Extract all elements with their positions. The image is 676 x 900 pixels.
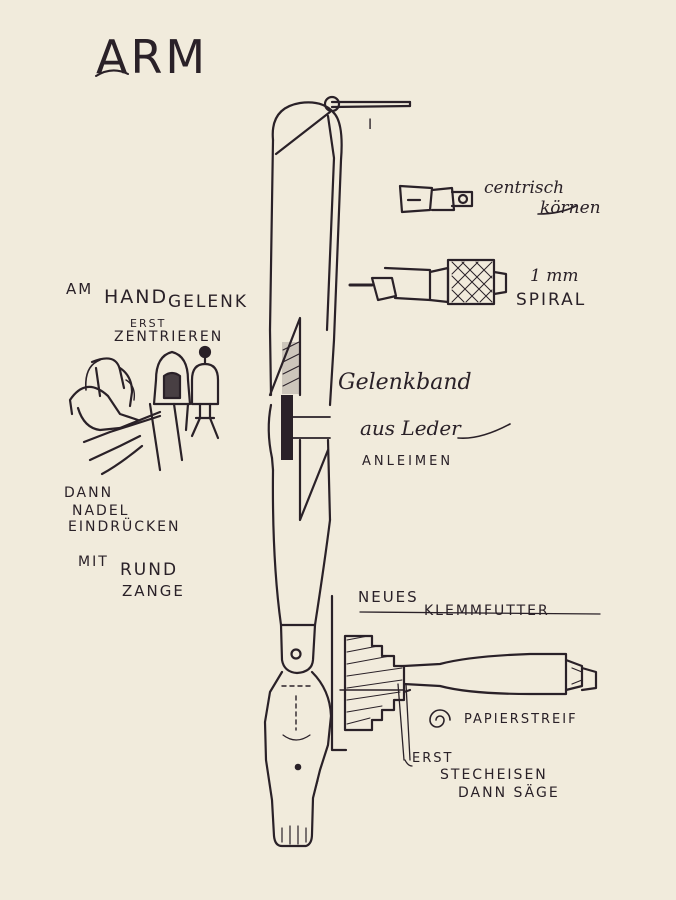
dann-saege-label: DANN SÄGE xyxy=(458,785,560,801)
centrisch-swash xyxy=(537,205,577,215)
graver-chisel xyxy=(397,683,411,761)
mit-label: MIT xyxy=(78,554,109,570)
lathe-chuck xyxy=(330,594,406,752)
elbow-joint xyxy=(267,316,332,522)
aus-leder-label: aus Leder xyxy=(360,416,461,440)
am-label: AM xyxy=(66,280,94,298)
rund-label: RUND xyxy=(120,560,179,580)
center-punch-tool xyxy=(398,184,474,214)
gelenkband-label: Gelenkband xyxy=(338,370,472,395)
lathe-workpiece xyxy=(402,652,598,696)
paper-strip-spiral xyxy=(429,709,451,728)
dann-label: DANN xyxy=(64,485,114,501)
leader-lines xyxy=(359,611,601,767)
hand-outline xyxy=(263,670,333,848)
part-number-label: I xyxy=(368,117,375,133)
title-flourish xyxy=(95,69,129,77)
eindruecken-label: EINDRÜCKEN xyxy=(68,519,181,535)
leder-swash xyxy=(457,423,511,440)
forearm-outline xyxy=(271,468,332,675)
page-title: ARM xyxy=(96,30,209,84)
neues-label: NEUES xyxy=(358,588,419,606)
spiral-drill-tool xyxy=(348,258,508,306)
stecheisen-label: STECHEISEN xyxy=(440,767,548,783)
hand-with-tweezers xyxy=(68,357,162,476)
koernen-label: körnen xyxy=(540,198,601,218)
zentrieren-label: ZENTRIEREN xyxy=(114,329,224,345)
centrisch-label: centrisch xyxy=(484,178,565,198)
nadel-label: NADEL xyxy=(72,503,130,519)
papierstreif-label: PAPIERSTREIF xyxy=(464,712,578,727)
upper-arm-outline xyxy=(268,101,343,407)
wrist-part-bell xyxy=(148,350,192,472)
zange-label: ZANGE xyxy=(122,582,185,600)
erst-stech-label: ERST xyxy=(412,751,454,766)
anleimen-label: ANLEIMEN xyxy=(362,454,454,469)
hand-label: HAND xyxy=(104,286,169,308)
klemmfutter-label: KLEMMFUTTER xyxy=(424,603,550,619)
wrist-part-knob xyxy=(190,345,220,440)
gelenk-label: GELENK xyxy=(168,292,248,312)
one-mm-label: 1 mm xyxy=(530,266,579,286)
spiral-label: SPIRAL xyxy=(516,290,587,310)
erst-label: ERST xyxy=(130,317,167,330)
shoulder-pin xyxy=(323,95,412,113)
